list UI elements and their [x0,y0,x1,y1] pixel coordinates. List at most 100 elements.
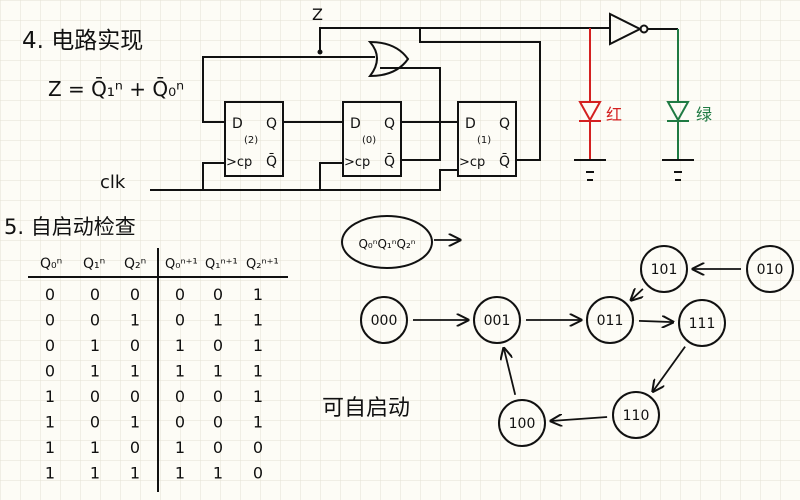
table-cell-r4-c5: 1 [253,387,263,406]
ff0-index: (0) [362,135,376,146]
table-cell-r5-c5: 1 [253,413,263,432]
header-q1n: Q₁ⁿ [83,256,105,272]
arrow-100-to-001 [504,348,517,396]
arrow-110-to-100 [551,417,608,421]
table-cell-r6-c5: 0 [253,438,263,457]
table-cell-r7-c4: 1 [213,464,223,483]
table-cell-r1-c1: 0 [90,311,100,330]
table-cell-r3-c0: 0 [45,362,55,381]
header-q2n: Q₂ⁿ [124,256,146,272]
state-node-110 [612,391,660,439]
state-order-bubble [341,215,433,269]
z-junction-dot [317,49,323,55]
green-led-ground [662,159,694,181]
state-label-101: 101 [651,262,678,278]
state-label-100: 100 [509,416,536,432]
header-q0n1: Q₀ⁿ⁺¹ [165,257,198,272]
arrow-011-to-111 [638,321,673,322]
state-label-011: 011 [597,313,624,329]
section5-title: 5. 自启动检查 [4,215,136,239]
ff2-qbar-label: Q̄ [266,152,277,170]
state-label-010: 010 [757,262,784,278]
z-output-label: Z [312,5,323,24]
ff1-qbar-label: Q̄ [499,152,510,170]
state-transition-arrows [413,269,741,421]
table-cell-r6-c4: 0 [213,438,223,457]
flipflop-0: D Q (0) >cp Q̄ [342,101,402,177]
table-cell-r4-c4: 0 [213,387,223,406]
section4-title: 4. 电路实现 [22,28,143,54]
flipflop-1: D Q (1) >cp Q̄ [457,101,517,177]
table-cell-r2-c0: 0 [45,336,55,355]
arrow-111-to-110 [653,346,686,392]
ff1-index: (1) [477,135,491,146]
header-q2n1: Q₂ⁿ⁺¹ [246,257,279,272]
truth-table-headers: Q₀ⁿ Q₁ⁿ Q₂ⁿ Q₀ⁿ⁺¹ Q₁ⁿ⁺¹ Q₂ⁿ⁺¹ [40,256,279,272]
table-cell-r0-c5: 1 [253,285,263,304]
table-cell-r2-c5: 1 [253,336,263,355]
table-cell-r5-c1: 0 [90,413,100,432]
circuit-wiring [150,27,610,191]
red-led-ground [574,159,606,181]
table-cell-r4-c0: 1 [45,387,55,406]
state-node-011 [586,296,634,344]
table-cell-r3-c3: 1 [175,362,185,381]
self-start-conclusion: 可自启动 [322,396,410,421]
state-label-000: 000 [371,313,398,329]
clk-label: clk [100,172,126,193]
table-cell-r7-c0: 1 [45,464,55,483]
table-cell-r7-c1: 1 [90,464,100,483]
table-cell-r3-c4: 1 [213,362,223,381]
table-cell-r5-c4: 0 [213,413,223,432]
table-cell-r5-c3: 0 [175,413,185,432]
ff0-qbar-label: Q̄ [384,152,395,170]
not-gate [609,12,678,46]
flipflop-2: D Q (2) >cp Q̄ [224,101,284,177]
state-order-label: Q₀ⁿQ₁ⁿQ₂ⁿ [358,237,415,251]
table-cell-r4-c1: 0 [90,387,100,406]
ff1-cp-label: >cp [459,155,485,170]
table-cell-r3-c1: 1 [90,362,100,381]
table-cell-r2-c4: 0 [213,336,223,355]
table-cell-r7-c5: 0 [253,464,263,483]
ff2-index: (2) [244,135,258,146]
red-led-label: 红 [606,105,622,124]
or-gate [367,40,410,78]
table-cell-r1-c4: 1 [213,311,223,330]
table-cell-r1-c0: 0 [45,311,55,330]
header-q0n: Q₀ⁿ [40,256,62,272]
state-node-000 [360,296,408,344]
table-cell-r1-c3: 0 [175,311,185,330]
header-q1n1: Q₁ⁿ⁺¹ [205,257,238,272]
table-cell-r0-c4: 0 [213,285,223,304]
table-cell-r0-c0: 0 [45,285,55,304]
state-node-100 [498,399,546,447]
table-cell-r0-c1: 0 [90,285,100,304]
state-label-001: 001 [484,313,511,329]
table-cell-r5-c2: 1 [130,413,140,432]
state-node-001 [473,296,521,344]
ff2-q-label: Q [266,116,277,132]
table-cell-r6-c3: 1 [175,438,185,457]
ff2-cp-label: >cp [226,155,252,170]
table-cell-r1-c5: 1 [253,311,263,330]
table-cell-r7-c3: 1 [175,464,185,483]
table-cell-r3-c5: 1 [253,362,263,381]
state-label-110: 110 [623,408,650,424]
table-cell-r5-c0: 1 [45,413,55,432]
ff1-d-label: D [465,116,476,132]
state-node-111 [678,299,726,347]
state-node-010 [746,245,794,293]
ff0-q-label: Q [384,116,395,132]
table-cell-r7-c2: 1 [130,464,140,483]
table-cell-r2-c1: 1 [90,336,100,355]
arrow-101-to-011 [631,289,643,300]
green-led-label: 绿 [696,105,712,124]
truth-table: Q₀ⁿ Q₁ⁿ Q₂ⁿ Q₀ⁿ⁺¹ Q₁ⁿ⁺¹ Q₂ⁿ⁺¹ 0 0 0 0 0 1 0 0 1 0… [28,248,288,492]
table-cell-r4-c3: 0 [175,387,185,406]
